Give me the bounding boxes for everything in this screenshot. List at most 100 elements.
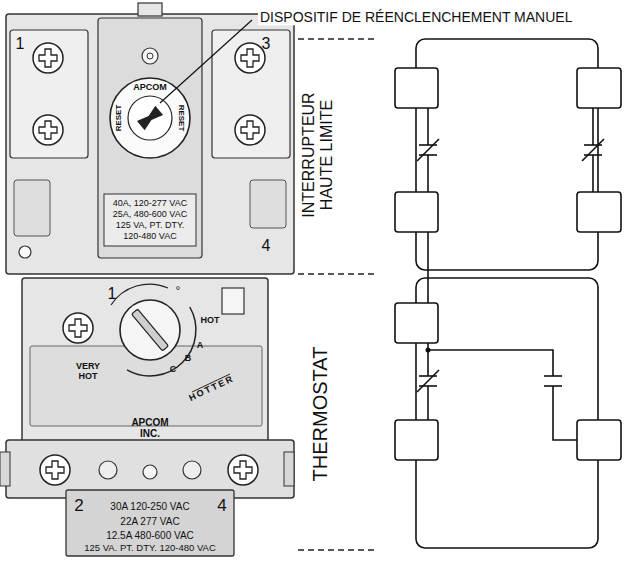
illustration-part [63, 313, 93, 343]
dial-text: RESET [177, 105, 186, 132]
terminal-box [577, 68, 621, 108]
scale-text: C [170, 365, 177, 375]
dial-mark: 1 [108, 285, 117, 303]
wire [544, 375, 562, 377]
terminal-box [395, 68, 438, 108]
scale-text: HOT [201, 316, 220, 326]
wire [553, 386, 577, 440]
rating-text: 120-480 VAC [123, 232, 176, 242]
terminal-screw [228, 455, 258, 485]
illustration-part [128, 96, 172, 140]
terminal-box [577, 192, 621, 232]
terminal-screw [235, 115, 265, 145]
illustration-part [298, 39, 376, 550]
wire [428, 350, 553, 376]
illustration-part [40, 455, 70, 485]
high-limit-band: INTERRUPTEUR HAUTE LIMITE [378, 37, 624, 273]
illustration-part [39, 49, 57, 67]
terminal-box [395, 303, 438, 343]
section-title: INTERRUPTEUR HAUTE LIMITE [300, 80, 337, 230]
illustration-part [298, 549, 376, 551]
section-title: THERMOSTAT [309, 284, 332, 544]
scale-text: HOTTER [188, 374, 237, 404]
callout-text: DISPOSITIF DE RÉENCLENCHEMENT MANUEL [258, 10, 574, 25]
illustration-part [46, 461, 64, 479]
illustration-part [222, 288, 244, 314]
illustration-part [160, 20, 252, 103]
wire [427, 276, 429, 303]
junction-dot [426, 348, 431, 353]
illustration-part [104, 194, 196, 246]
wire-connector [427, 273, 429, 276]
illustration-part [6, 440, 294, 498]
illustration-part [120, 300, 180, 360]
illustration-part [284, 452, 294, 486]
illustration-part [228, 455, 258, 485]
scale-text: VERY HOT [71, 362, 105, 382]
illustration-part [99, 461, 117, 479]
terminal-box [395, 420, 438, 460]
terminal-box [395, 192, 438, 232]
rating-text: 40A, 120-277 VAC [113, 199, 187, 209]
dial-text: RESET [115, 105, 124, 132]
brand-mark: APCOM INC. [125, 417, 175, 439]
thermostat-band: THERMOSTAT [378, 276, 624, 552]
illustration-part [69, 319, 87, 337]
rating-text: 25A, 480-600 VAC [113, 210, 187, 220]
illustration-part [143, 465, 157, 479]
illustration-part [142, 48, 158, 64]
illustration-part [235, 43, 265, 73]
terminal-screw [33, 115, 63, 145]
wire [427, 386, 429, 420]
illustration-part [0, 452, 10, 486]
terminal-screw [63, 313, 93, 343]
scale-text: B [185, 354, 192, 364]
illustration-part [234, 461, 252, 479]
illustration-part [183, 461, 201, 479]
illustration-part [235, 115, 265, 145]
illustration-part [241, 49, 259, 67]
illustration-part [140, 106, 163, 128]
illustration-part [33, 115, 63, 145]
wire [592, 108, 594, 145]
illustration-part [33, 43, 63, 73]
illustration-part [298, 38, 376, 40]
terminal-number: 3 [262, 35, 271, 53]
illustration-part [6, 14, 294, 274]
brand-mark: APCOM [133, 83, 167, 93]
illustration-part [33, 43, 265, 485]
wire [592, 155, 594, 192]
illustration-part [10, 30, 88, 158]
band-outline [378, 37, 624, 273]
terminal-number: 2 [74, 497, 83, 516]
illustration-part [39, 121, 57, 139]
band-outline [378, 276, 624, 552]
rating-text: 125 VA, PT. DTY. [116, 221, 185, 231]
rating-text: 30A 120-250 VAC [110, 501, 189, 512]
terminal-screw [40, 455, 70, 485]
illustration-part [14, 180, 50, 236]
scale-text: A [197, 341, 204, 351]
illustration-part [110, 78, 190, 158]
wire [427, 155, 429, 192]
illustration-part [98, 18, 202, 258]
illustration-part [147, 53, 153, 59]
wire [427, 232, 429, 273]
illustration-part [66, 490, 234, 556]
illustration-part [132, 309, 169, 351]
rating-text: 12.5A 480-600 VAC [106, 530, 194, 541]
rating-text: 125 VA. PT. DTY. 120-480 VAC [84, 543, 216, 553]
terminal-box [577, 420, 621, 460]
terminal-number: 1 [16, 35, 25, 53]
illustration-part [22, 278, 268, 448]
illustration-part [138, 3, 162, 16]
circuit-loop [416, 39, 598, 270]
illustration-part [298, 273, 376, 275]
illustration-part [212, 30, 290, 158]
illustration-part [19, 246, 31, 258]
terminal-screw [235, 43, 265, 73]
rating-text: 22A 277 VAC [120, 516, 179, 527]
terminal-number: 4 [217, 497, 226, 516]
